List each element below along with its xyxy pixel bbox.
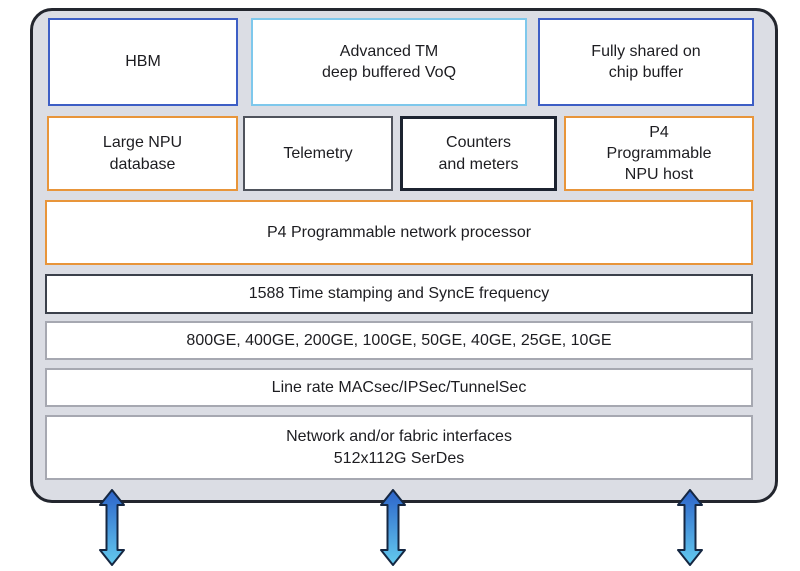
macsec-box: Line rate MACsec/IPSec/TunnelSec [45, 368, 753, 407]
network-processor-box: P4 Programmable network processor [45, 200, 753, 265]
ethernet-rates-box: 800GE, 400GE, 200GE, 100GE, 50GE, 40GE, … [45, 321, 753, 360]
counters-meters-label: Counters and meters [438, 134, 519, 173]
timing-label: 1588 Time stamping and SyncE frequency [248, 285, 550, 303]
npu-host-box: P4 Programmable NPU host [564, 116, 754, 191]
timing-box: 1588 Time stamping and SyncE frequency [45, 274, 753, 314]
npu-host-label: P4 Programmable NPU host [606, 123, 712, 184]
serdes-arrow-center-icon [380, 489, 406, 566]
hbm-box: HBM [48, 18, 238, 106]
serdes-arrow-right-icon [677, 489, 703, 566]
telemetry-box: Telemetry [243, 116, 393, 191]
counters-meters-box: Counters and meters [400, 116, 557, 191]
ethernet-rates-label: 800GE, 400GE, 200GE, 100GE, 50GE, 40GE, … [186, 331, 612, 349]
macsec-label: Line rate MACsec/IPSec/TunnelSec [271, 378, 527, 396]
advanced-tm-box: Advanced TM deep buffered VoQ [251, 18, 527, 106]
npu-database-box: Large NPU database [47, 116, 238, 191]
advanced-tm-label: Advanced TM deep buffered VoQ [321, 42, 457, 81]
shared-buffer-box: Fully shared on chip buffer [538, 18, 754, 106]
interfaces-box: Network and/or fabric interfaces 512x112… [45, 415, 753, 480]
telemetry-label: Telemetry [283, 144, 353, 162]
serdes-arrow-left-icon [99, 489, 125, 566]
hbm-label: HBM [125, 53, 161, 71]
shared-buffer-label: Fully shared on chip buffer [591, 42, 701, 81]
network-processor-label: P4 Programmable network processor [266, 223, 532, 241]
interfaces-label: Network and/or fabric interfaces 512x112… [286, 428, 512, 467]
npu-database-label: Large NPU database [102, 134, 183, 173]
